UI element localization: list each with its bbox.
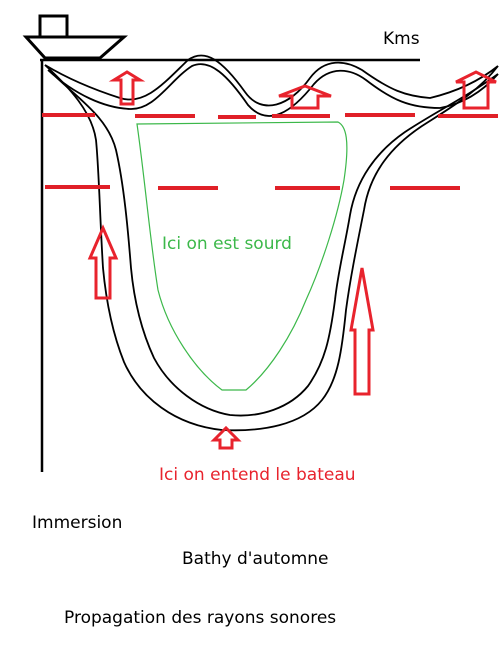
silent-zone-label: Ici on est sourd (162, 234, 292, 254)
deep-ray-inner (54, 73, 499, 417)
deep-ray-outer (44, 64, 499, 432)
convergence-zone-label: Ici on entend le bateau (159, 465, 356, 485)
ship-icon (22, 14, 128, 60)
surface-ray-lower (47, 63, 499, 117)
surface-ray-upper (44, 54, 499, 107)
up-arrow-icon (455, 70, 497, 110)
distance-axis-label: Kms (383, 29, 420, 49)
shadow-zone-outline (136, 121, 348, 391)
diagram-caption: Propagation des rayons sonores (64, 608, 337, 628)
layer-line-upper (42, 113, 498, 119)
up-arrow-icon (349, 267, 375, 396)
up-arrow-icon (108, 70, 146, 106)
up-arrow-icon (278, 84, 332, 110)
depth-axis-label: Immersion (32, 513, 123, 533)
up-arrow-icon (87, 224, 119, 300)
layer-line-lower (45, 185, 460, 190)
bathy-title: Bathy d'automne (182, 549, 329, 569)
up-arrow-icon (210, 425, 242, 450)
